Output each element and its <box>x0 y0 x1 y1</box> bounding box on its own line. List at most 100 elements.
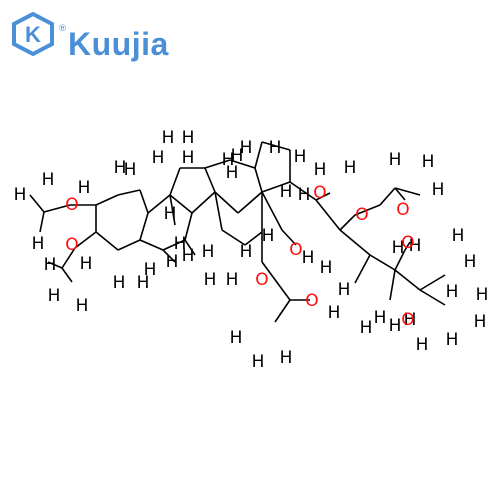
hydrogen-atom-label: H <box>174 234 187 254</box>
bond-line <box>261 181 291 193</box>
hydrogen-atom-label: H <box>230 328 243 348</box>
bond-line <box>169 194 176 226</box>
hydrogen-atom-label: H <box>222 150 235 170</box>
bond-line <box>43 204 71 213</box>
hydrogen-atom-label: H <box>294 147 307 167</box>
oxygen-atom-label: O <box>396 200 409 220</box>
oxygen-atom-label: O <box>355 205 368 225</box>
hydrogen-atom-label: H <box>252 352 265 372</box>
hydrogen-atom-label: H <box>269 138 282 158</box>
bond-line <box>354 254 371 284</box>
hydrogen-atom-label: H <box>302 248 315 268</box>
oxygen-atom-label: O <box>313 183 326 203</box>
bond-line <box>394 187 406 201</box>
hydrogen-atom-label: H <box>14 185 27 205</box>
bond-line <box>184 212 193 241</box>
hydrogen-atom-label: H <box>240 138 253 158</box>
bond-line <box>95 194 119 206</box>
bond-line <box>29 194 45 213</box>
bonds-group <box>29 141 446 323</box>
bond-line <box>394 187 421 196</box>
bond-line <box>339 229 371 256</box>
hydrogen-atom-label: H <box>474 312 487 332</box>
hydrogen-atom-label: H <box>298 185 311 205</box>
bond-line <box>419 274 446 291</box>
hydrogen-atom-label: H <box>80 254 93 274</box>
hydrogen-atom-label: H <box>166 252 179 272</box>
oxygen-atom-label: O <box>305 291 318 311</box>
hydrogen-atom-label: H <box>113 273 126 293</box>
bond-line <box>389 269 396 301</box>
hydrogen-atom-label: H <box>374 308 387 328</box>
bond-line <box>61 247 76 269</box>
logo-registered-mark: ® <box>58 24 67 34</box>
bond-line <box>95 231 119 251</box>
bond-line <box>419 289 446 306</box>
hydrogen-atom-label: H <box>422 152 435 172</box>
hydrogen-atom-label: H <box>416 335 429 355</box>
bond-line <box>237 191 263 214</box>
bond-line <box>214 191 223 231</box>
bond-line <box>191 191 216 214</box>
bond-line <box>204 159 231 169</box>
hydrogen-atom-label: H <box>226 163 239 183</box>
bond-line <box>74 231 97 249</box>
bond-line <box>315 192 331 201</box>
hydrogen-atom-label: H <box>446 330 459 350</box>
hydrogen-atom-label: H <box>137 273 150 293</box>
bond-line <box>339 214 356 231</box>
hydrogen-atom-label: H <box>226 270 239 290</box>
bond-line <box>139 212 149 241</box>
bond-line <box>169 194 193 214</box>
bond-line <box>254 141 263 169</box>
bond-line <box>254 167 263 193</box>
hydrogen-atom-label: H <box>404 310 417 330</box>
hydrogen-atom-label: H <box>182 246 195 266</box>
hydrogen-atom-label: H <box>392 238 405 258</box>
hydrogen-atom-label: H <box>262 226 275 246</box>
bond-line <box>117 239 141 251</box>
bond-line <box>162 239 186 251</box>
bond-line <box>162 249 176 263</box>
bond-line <box>261 261 291 301</box>
hydrogen-atom-label: H <box>182 148 195 168</box>
hydrogen-atom-label: H <box>328 303 341 323</box>
kuujia-logo[interactable]: K ® Kuujia <box>10 11 180 62</box>
hydrogen-atom-label: H <box>464 252 477 272</box>
oxygen-atom-label: O <box>65 195 78 215</box>
hydrogen-atom-label: H <box>446 282 459 302</box>
bond-line <box>214 191 239 214</box>
hydrogen-atom-label: H <box>164 204 177 224</box>
bond-line <box>369 254 396 271</box>
bond-line <box>354 204 381 216</box>
logo-text: Kuujia <box>68 26 169 62</box>
bond-line <box>117 189 141 196</box>
hydrogen-atom-label: H <box>144 260 157 280</box>
hydrogen-atom-label: H <box>114 158 127 178</box>
hydrogen-atom-label: H <box>476 285 489 305</box>
bond-line <box>47 261 63 269</box>
oxygen-atom-label: O <box>255 270 268 290</box>
bond-line <box>379 187 396 206</box>
hydrogen-atom-label: H <box>42 170 55 190</box>
bond-line <box>229 159 256 169</box>
bond-line <box>394 269 421 291</box>
bond-line <box>315 199 341 231</box>
hydrogen-atom-label: H <box>162 128 175 148</box>
bond-line <box>204 167 216 193</box>
oxygen-atom-label: O <box>65 235 78 255</box>
bond-line <box>39 211 45 233</box>
hydrogen-atom-label: H <box>204 270 217 290</box>
logo-mark: K <box>25 22 41 47</box>
bond-line <box>404 241 411 251</box>
bond-line <box>394 249 406 271</box>
hydrogen-atom-label: H <box>280 348 293 368</box>
hydrogen-atom-label: H <box>409 236 422 256</box>
bond-line <box>184 239 196 256</box>
bond-line <box>139 189 149 214</box>
hydrogen-atom-label: H <box>44 255 57 275</box>
hydrogen-atom-label: H <box>320 258 333 278</box>
bond-line <box>274 299 291 323</box>
hydrogen-atom-label: H <box>280 182 293 202</box>
